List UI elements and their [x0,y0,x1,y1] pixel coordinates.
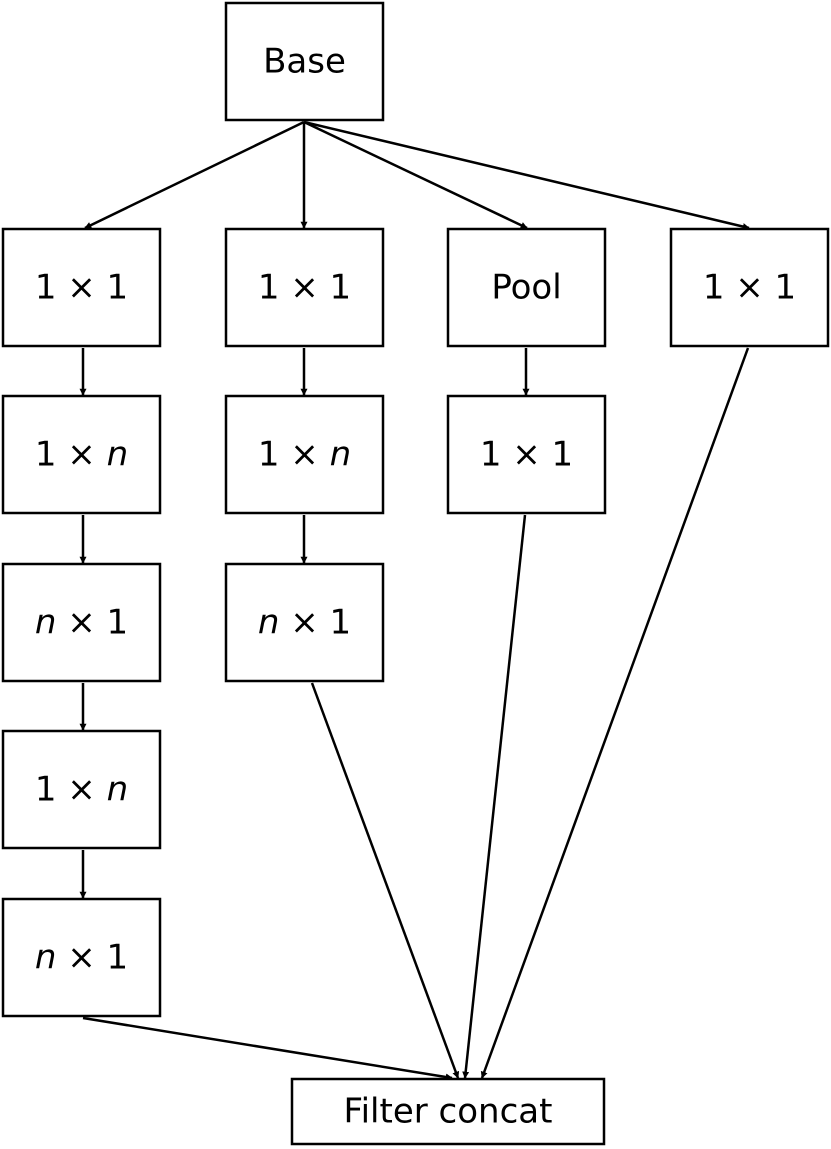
node-box [224,227,385,348]
node-label-part: × 1 [56,938,128,978]
arrow-base-to-b3_pool [303,120,528,230]
node-box [1,729,162,850]
arrow-b3_1x1-to-concat [462,514,527,1079]
node-b4-1x1: 1 × 1 [669,227,830,348]
node-box [224,394,385,515]
node-box [224,1,385,122]
node-label-part: n [107,435,129,475]
node-label: Pool [491,268,561,308]
node-concat: Filter concat [290,1077,606,1146]
node-box [669,227,830,348]
node-label: 1 × 1 [258,268,351,308]
node-label-part: n [35,603,57,643]
node-label: 1 × 1 [35,268,128,308]
node-b3-1x1: 1 × 1 [446,394,607,515]
node-label: Filter concat [344,1092,553,1132]
node-b1-1xn-b: 1 × n [1,729,162,850]
node-label-part: 1 × 1 [703,268,796,308]
node-label-part: Pool [491,268,561,308]
node-label-part: n [107,770,129,810]
node-b1-nx1-b: n × 1 [1,897,162,1018]
node-label: n × 1 [35,603,128,643]
node-label: n × 1 [35,938,128,978]
node-box [1,227,162,348]
node-label-part: 1 × 1 [258,268,351,308]
node-b2-nx1: n × 1 [224,562,385,683]
node-box [290,1077,606,1146]
node-label: 1 × n [35,770,128,810]
node-label-part: Base [263,42,346,82]
node-box [446,227,607,348]
node-label: 1 × 1 [480,435,573,475]
node-box [1,897,162,1018]
node-label-part: 1 × [35,770,107,810]
node-b1-1xn-a: 1 × n [1,394,162,515]
node-b1-nx1-a: n × 1 [1,562,162,683]
node-label: 1 × n [35,435,128,475]
node-label-part: Filter concat [344,1092,553,1132]
node-b1-1x1: 1 × 1 [1,227,162,348]
node-label-part: × 1 [56,603,128,643]
node-label-part: n [35,938,57,978]
node-box [224,562,385,683]
node-label-part: 1 × 1 [35,268,128,308]
node-label: Base [263,42,346,82]
node-box [446,394,607,515]
node-b2-1xn: 1 × n [224,394,385,515]
node-label-part: 1 × [35,435,107,475]
node-label-part: n [330,435,352,475]
node-box [1,394,162,515]
node-b2-1x1: 1 × 1 [224,227,385,348]
node-label: n × 1 [258,603,351,643]
node-label-part: 1 × 1 [480,435,573,475]
arrow-base-to-b4_1x1 [303,120,750,230]
node-box [1,562,162,683]
node-label: 1 × 1 [703,268,796,308]
arrow-b4_1x1-to-concat [480,347,750,1079]
edge-layer [79,120,750,1081]
node-label-part: n [258,603,280,643]
node-label: 1 × n [258,435,351,475]
node-label-part: × 1 [279,603,351,643]
arrow-base-to-b1_1x1 [84,120,305,230]
node-b3-pool: Pool [446,227,607,348]
arrow-b2_nx1-to-concat [310,682,460,1079]
node-label-part: 1 × [258,435,330,475]
node-base: Base [224,1,385,122]
arrow-b1_nx1_b-to-concat [82,1016,453,1081]
